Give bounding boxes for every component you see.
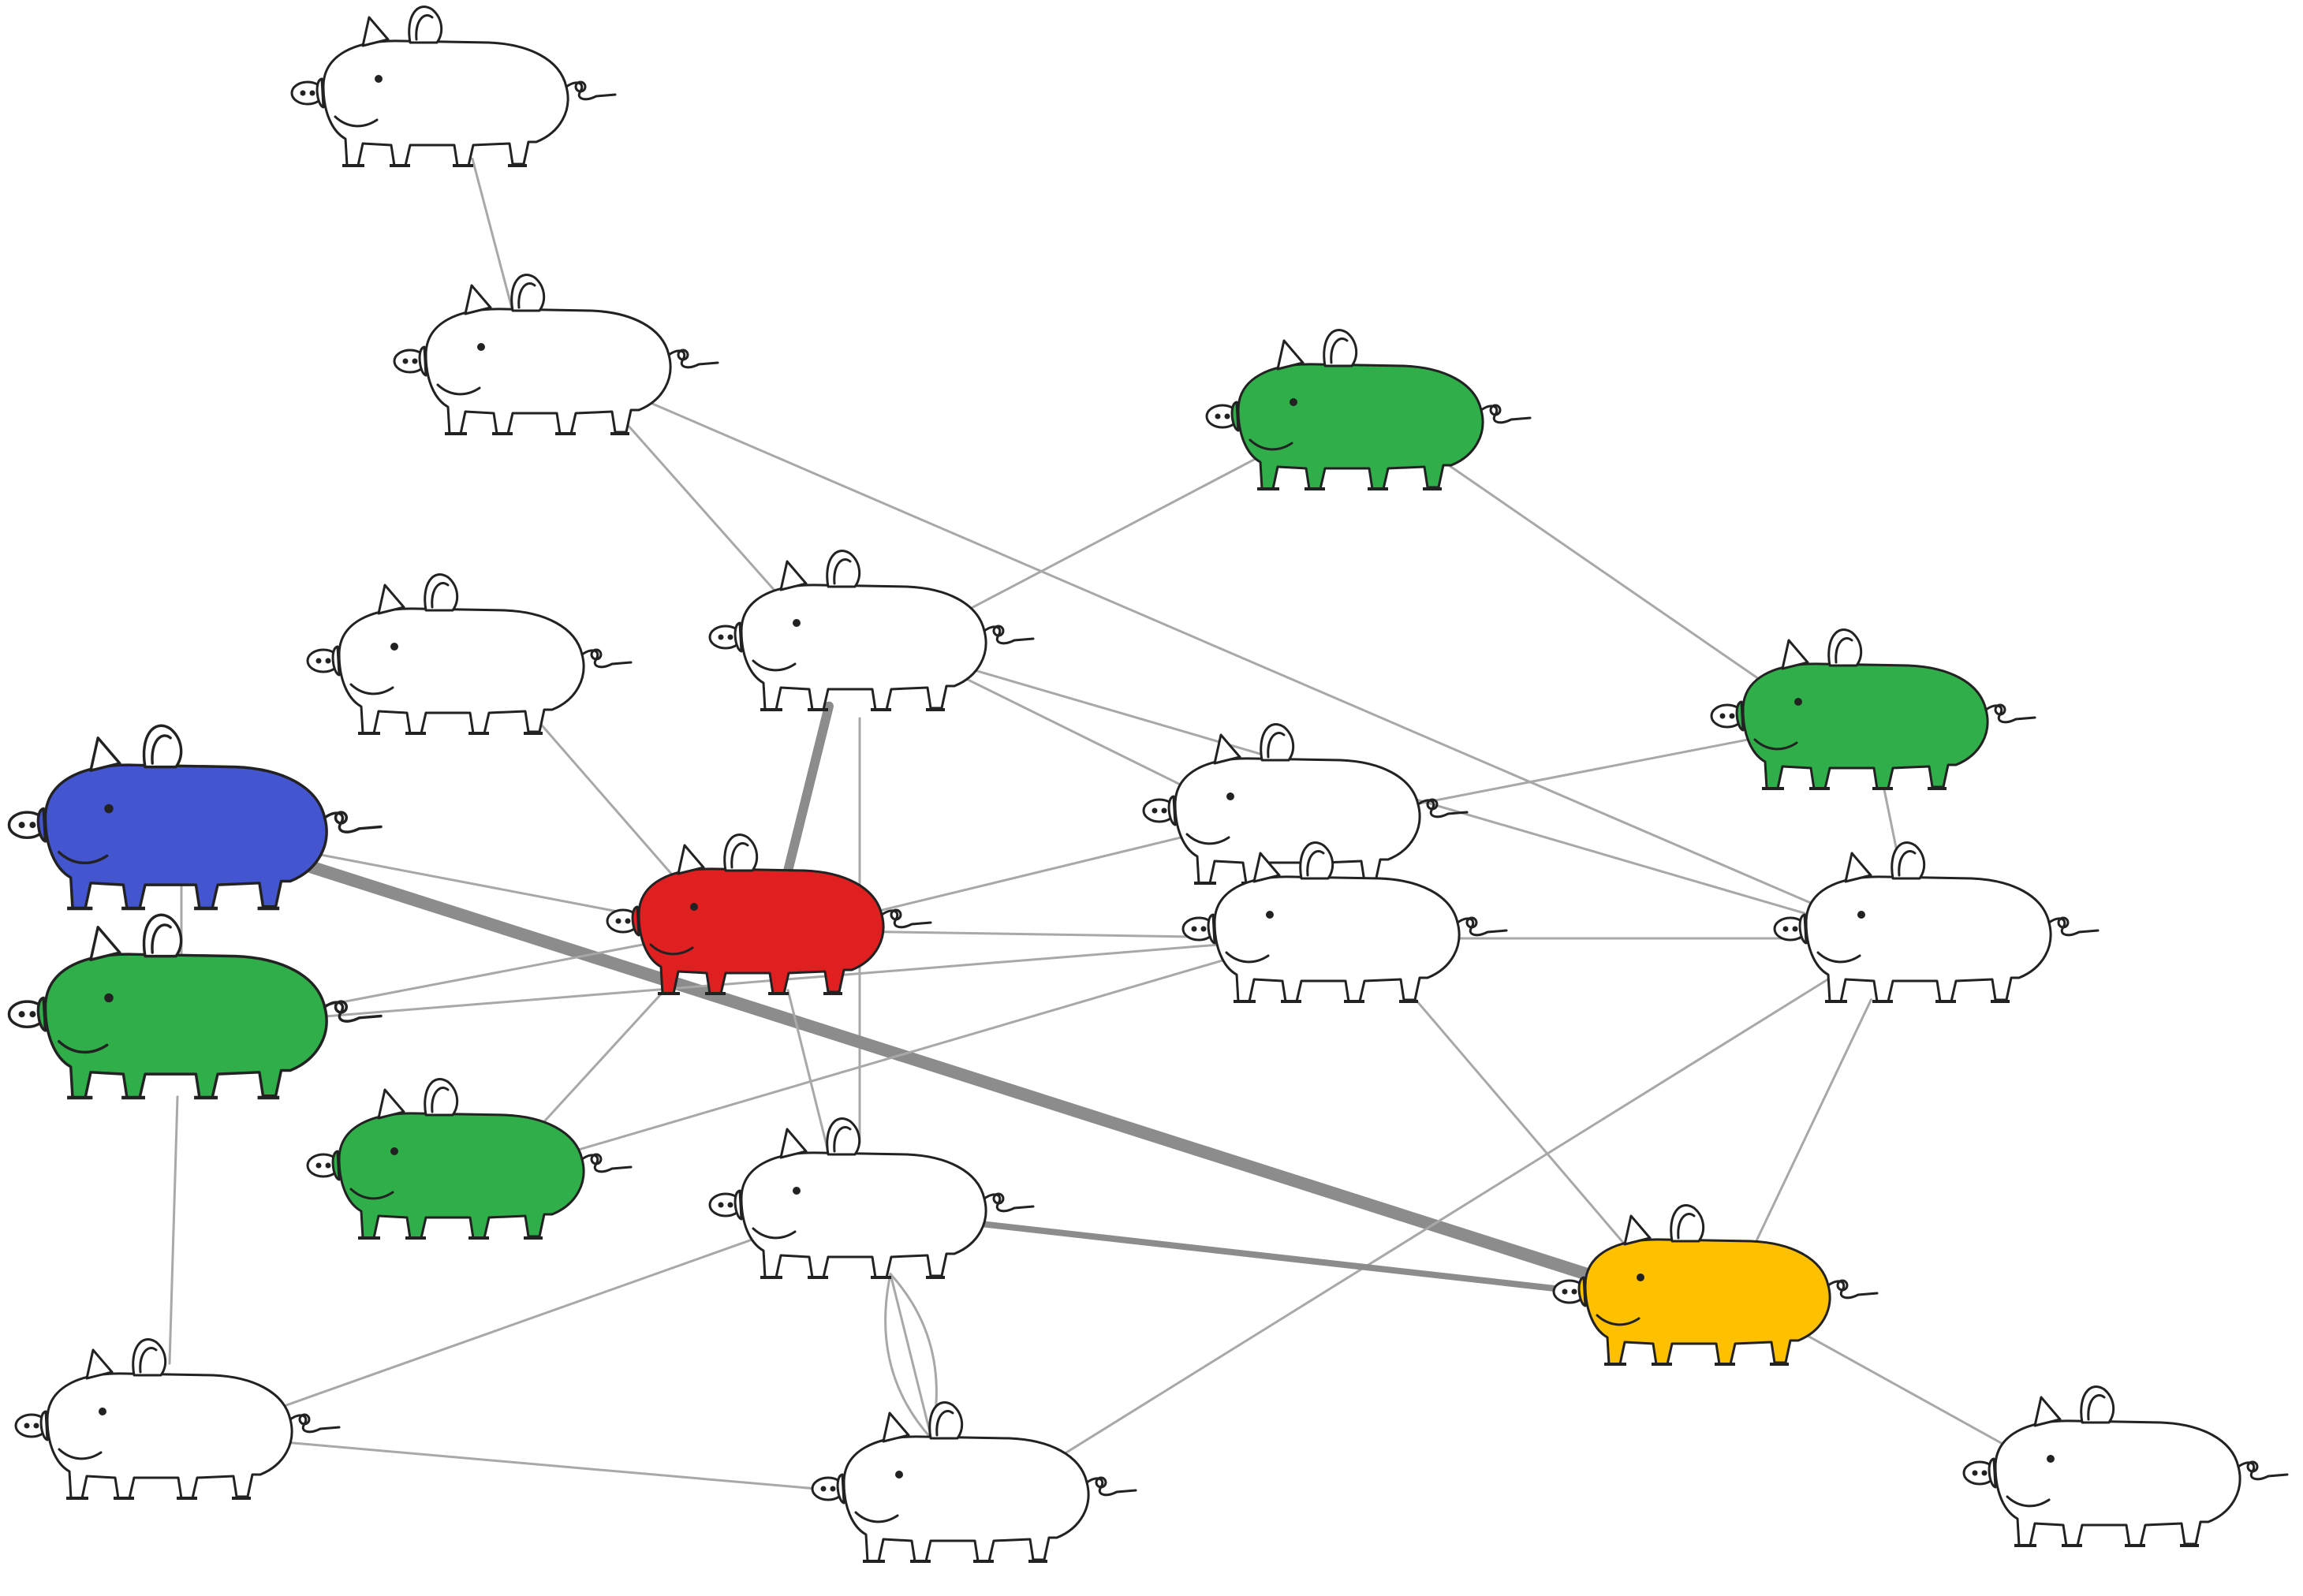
pig-icon xyxy=(708,549,1035,711)
edge-p15-p18 xyxy=(1796,1329,2021,1455)
pig-node-p5[interactable] xyxy=(708,549,1035,711)
pig-node-p12[interactable] xyxy=(9,915,382,1098)
nodes-layer xyxy=(9,5,2289,1563)
pig-icon xyxy=(1710,628,2036,790)
pig-icon xyxy=(1205,328,1532,490)
pig-icon xyxy=(290,5,617,167)
edge-p13-p10 xyxy=(554,956,1236,1158)
edge-p8-p14 xyxy=(786,989,830,1156)
edge-p2-p11 xyxy=(637,397,1831,912)
edge-p3-p5 xyxy=(952,453,1264,619)
edge-p8-p9 xyxy=(856,833,1195,918)
pig-node-p18[interactable] xyxy=(1962,1385,2289,1547)
pig-node-p3[interactable] xyxy=(1205,328,1532,490)
edge-p3-p6 xyxy=(1443,461,1775,691)
edge-p11-p17 xyxy=(1049,973,1838,1464)
pig-icon xyxy=(708,1117,1035,1279)
pig-node-p10[interactable] xyxy=(1181,841,1508,1003)
pig-node-p4[interactable] xyxy=(306,572,633,735)
pig-node-p14[interactable] xyxy=(708,1117,1035,1279)
pig-node-p8[interactable] xyxy=(606,833,932,995)
pig-icon xyxy=(811,1400,1137,1563)
edge-p14-p15 xyxy=(958,1218,1605,1297)
edge-p14-p17-3 xyxy=(884,1273,933,1440)
edge-p5-p9 xyxy=(954,672,1200,795)
edge-p16-p17 xyxy=(267,1439,861,1494)
pig-icon xyxy=(1181,841,1508,1003)
edge-p1-p2 xyxy=(471,157,515,316)
pig-icon xyxy=(9,725,382,908)
pig-icon xyxy=(1552,1203,1879,1366)
pig-node-p17[interactable] xyxy=(811,1400,1137,1563)
pig-icon xyxy=(1773,841,2100,1003)
edge-p11-p15 xyxy=(1756,998,1872,1241)
edge-p4-p8 xyxy=(533,716,681,885)
pig-node-p11[interactable] xyxy=(1773,841,2100,1003)
edge-p10-p15 xyxy=(1405,987,1632,1252)
edge-p7-p15 xyxy=(273,850,1612,1287)
pig-node-p6[interactable] xyxy=(1710,628,2036,790)
edge-p12-p16 xyxy=(168,1095,179,1365)
pig-node-p16[interactable] xyxy=(14,1337,341,1500)
edge-p6-p9 xyxy=(1393,736,1762,810)
edge-p14-p16 xyxy=(262,1235,763,1415)
pig-icon xyxy=(306,572,633,735)
pig-node-p13[interactable] xyxy=(306,1077,633,1240)
edge-p12-p10 xyxy=(282,942,1232,1021)
edge-p5-p8 xyxy=(783,701,834,876)
edge-p7-p8 xyxy=(281,846,658,920)
pig-node-p1[interactable] xyxy=(290,5,617,167)
pig-node-p7[interactable] xyxy=(9,725,382,908)
pig-icon xyxy=(306,1077,633,1240)
pig-icon xyxy=(14,1337,341,1500)
edge-p8-p13 xyxy=(536,975,679,1131)
edges-layer xyxy=(168,157,2021,1494)
edge-p2-p5 xyxy=(620,416,784,601)
pig-icon xyxy=(606,833,932,995)
pig-node-p15[interactable] xyxy=(1552,1203,1879,1366)
pig-icon xyxy=(1962,1385,2289,1547)
edge-p8-p10 xyxy=(858,930,1232,939)
edge-p14-p17 xyxy=(889,1273,933,1440)
pig-icon xyxy=(9,915,382,1098)
